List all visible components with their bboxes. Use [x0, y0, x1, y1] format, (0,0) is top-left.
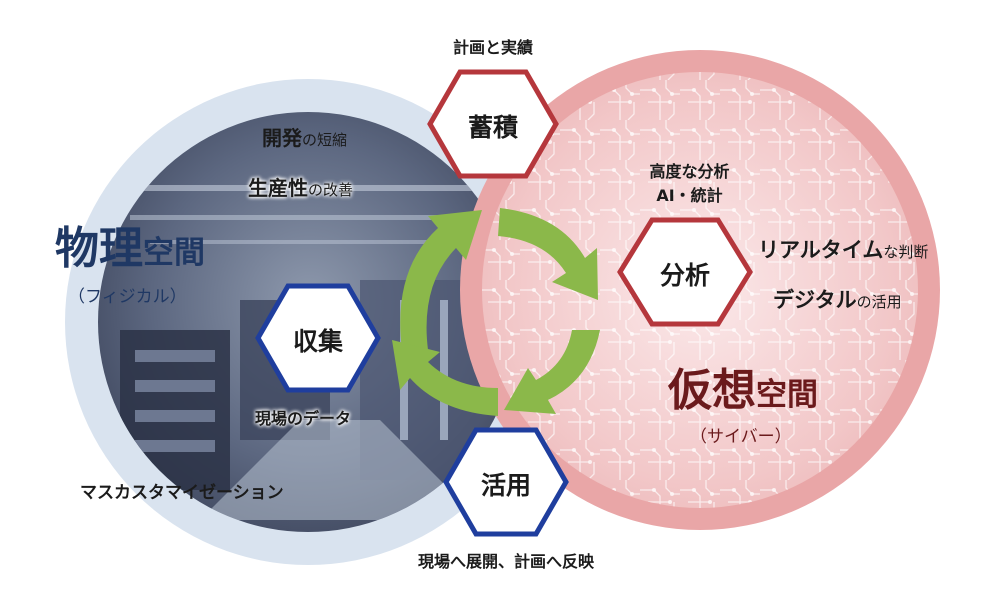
physical-item2-bold: 生産性 [248, 176, 308, 200]
physical-space-title: 物理空間 [55, 212, 205, 276]
hex-store-label: 蓄積 [467, 113, 518, 142]
cyber-item1-rest: な判断 [883, 243, 929, 261]
arrow-analysis-to-use [504, 330, 600, 414]
cyber-item-digital: デジタルの活用 [773, 284, 902, 314]
cyber-space-title: 仮想空間 [668, 354, 818, 418]
hex-analysis [617, 217, 753, 327]
physical-title-main: 物理 [55, 223, 143, 274]
hex-analysis-label: 分析 [659, 261, 710, 290]
cyber-item2-rest: の活用 [856, 293, 902, 311]
cyber-item2-bold: デジタル [773, 288, 857, 312]
hex-use-label: 活用 [480, 471, 531, 500]
analysis-caption-line1: 高度な分析 [649, 162, 730, 181]
physical-title-sub: 空間 [143, 235, 205, 271]
physical-space-reading: （フィジカル） [68, 287, 187, 307]
cyber-item-realtime: リアルタイムな判断 [758, 234, 928, 264]
hex-use [443, 427, 569, 537]
data-caption: 現場のデータ [255, 409, 352, 428]
physical-item1-rest: の短縮 [302, 131, 348, 149]
physical-item1-bold: 開発 [262, 126, 302, 150]
analysis-caption-line2: AI・統計 [656, 186, 723, 205]
cyber-title-main: 仮想 [668, 365, 756, 416]
arrow-collect-to-store [400, 210, 482, 350]
cyber-title-sub: 空間 [756, 377, 818, 413]
physical-item-dev: 開発の短縮 [262, 122, 347, 151]
hex-collect [255, 283, 381, 393]
physical-item-productivity: 生産性の改善 [248, 172, 353, 201]
cycle-arrows [392, 208, 600, 416]
arrow-use-to-collect [392, 340, 498, 416]
arrow-store-to-analysis [498, 208, 598, 300]
physical-item2-rest: の改善 [308, 181, 354, 199]
store-caption: 計画と実績 [452, 38, 533, 57]
mass-customization-label: マスカスタマイゼーション [80, 483, 284, 503]
cyber-item1-bold: リアルタイム [758, 238, 884, 262]
cyber-space-reading: （サイバー） [690, 427, 792, 447]
hex-store [427, 69, 559, 179]
analysis-caption: 高度な分析 AI・統計 [632, 158, 747, 206]
use-caption: 現場へ展開、計画へ反映 [417, 552, 594, 571]
hex-collect-label: 収集 [292, 327, 343, 356]
